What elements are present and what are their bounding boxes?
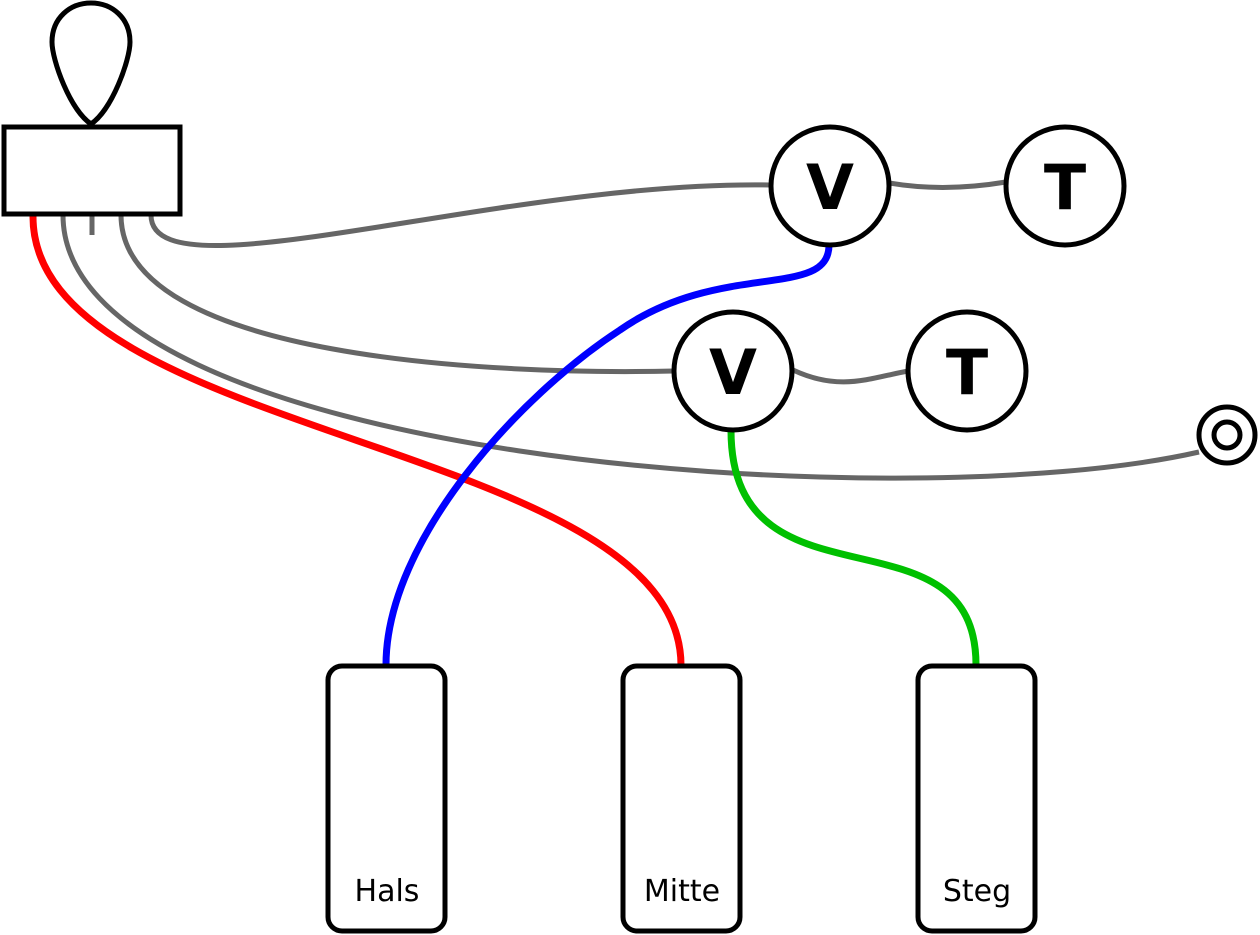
- pickup-middle-label: Mitte: [644, 874, 720, 909]
- tone-knob-1-label: T: [1044, 151, 1086, 224]
- pickup-neck: Hals: [325, 663, 448, 934]
- wire-volume2-to-tone2: [791, 367, 909, 385]
- pickup-bridge: Steg: [915, 663, 1038, 934]
- pickup-middle: Mitte: [620, 663, 743, 934]
- volume-knob-1: V: [768, 124, 892, 248]
- switch-lever-tip: [49, 0, 133, 128]
- pickup-selector-switch: [1, 124, 183, 217]
- volume-knob-1-label: V: [806, 151, 854, 224]
- tone-knob-2-label: T: [946, 336, 988, 409]
- pickup-bridge-label: Steg: [943, 874, 1011, 909]
- tone-knob-2: T: [905, 309, 1029, 433]
- volume-knob-2-label: V: [709, 336, 757, 409]
- wire-bridge-pickup: [727, 429, 980, 666]
- pickup-neck-label: Hals: [355, 874, 420, 909]
- output-jack: [1196, 404, 1258, 466]
- wire-switch-to-volume1: [148, 182, 772, 249]
- wire-middle-pickup: [29, 214, 685, 666]
- tone-knob-1: T: [1003, 124, 1127, 248]
- volume-knob-2: V: [671, 309, 795, 433]
- wire-volume1-to-tone1: [888, 179, 1007, 190]
- wire-switch-to-jack: [60, 214, 1200, 481]
- wire-neck-pickup: [382, 244, 833, 666]
- wire-switch-to-volume2: [118, 214, 675, 375]
